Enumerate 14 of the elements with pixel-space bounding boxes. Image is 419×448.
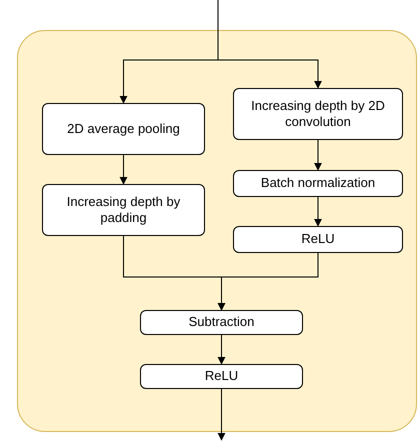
process-box: Increasing depth by padding [42, 184, 205, 236]
process-box: ReLU [233, 226, 403, 253]
process-box: 2D average pooling [42, 103, 205, 155]
process-box: Subtraction [140, 310, 303, 335]
process-box: Increasing depth by 2D convolution [233, 88, 403, 140]
group-panel [17, 30, 417, 432]
arrow [314, 196, 322, 227]
process-box: ReLU [140, 364, 303, 389]
arrow [218, 388, 226, 441]
arrow [218, 252, 318, 311]
arrow [218, 334, 226, 365]
process-box: Batch normalization [233, 170, 403, 197]
arrow [314, 140, 322, 171]
arrow [120, 154, 128, 185]
